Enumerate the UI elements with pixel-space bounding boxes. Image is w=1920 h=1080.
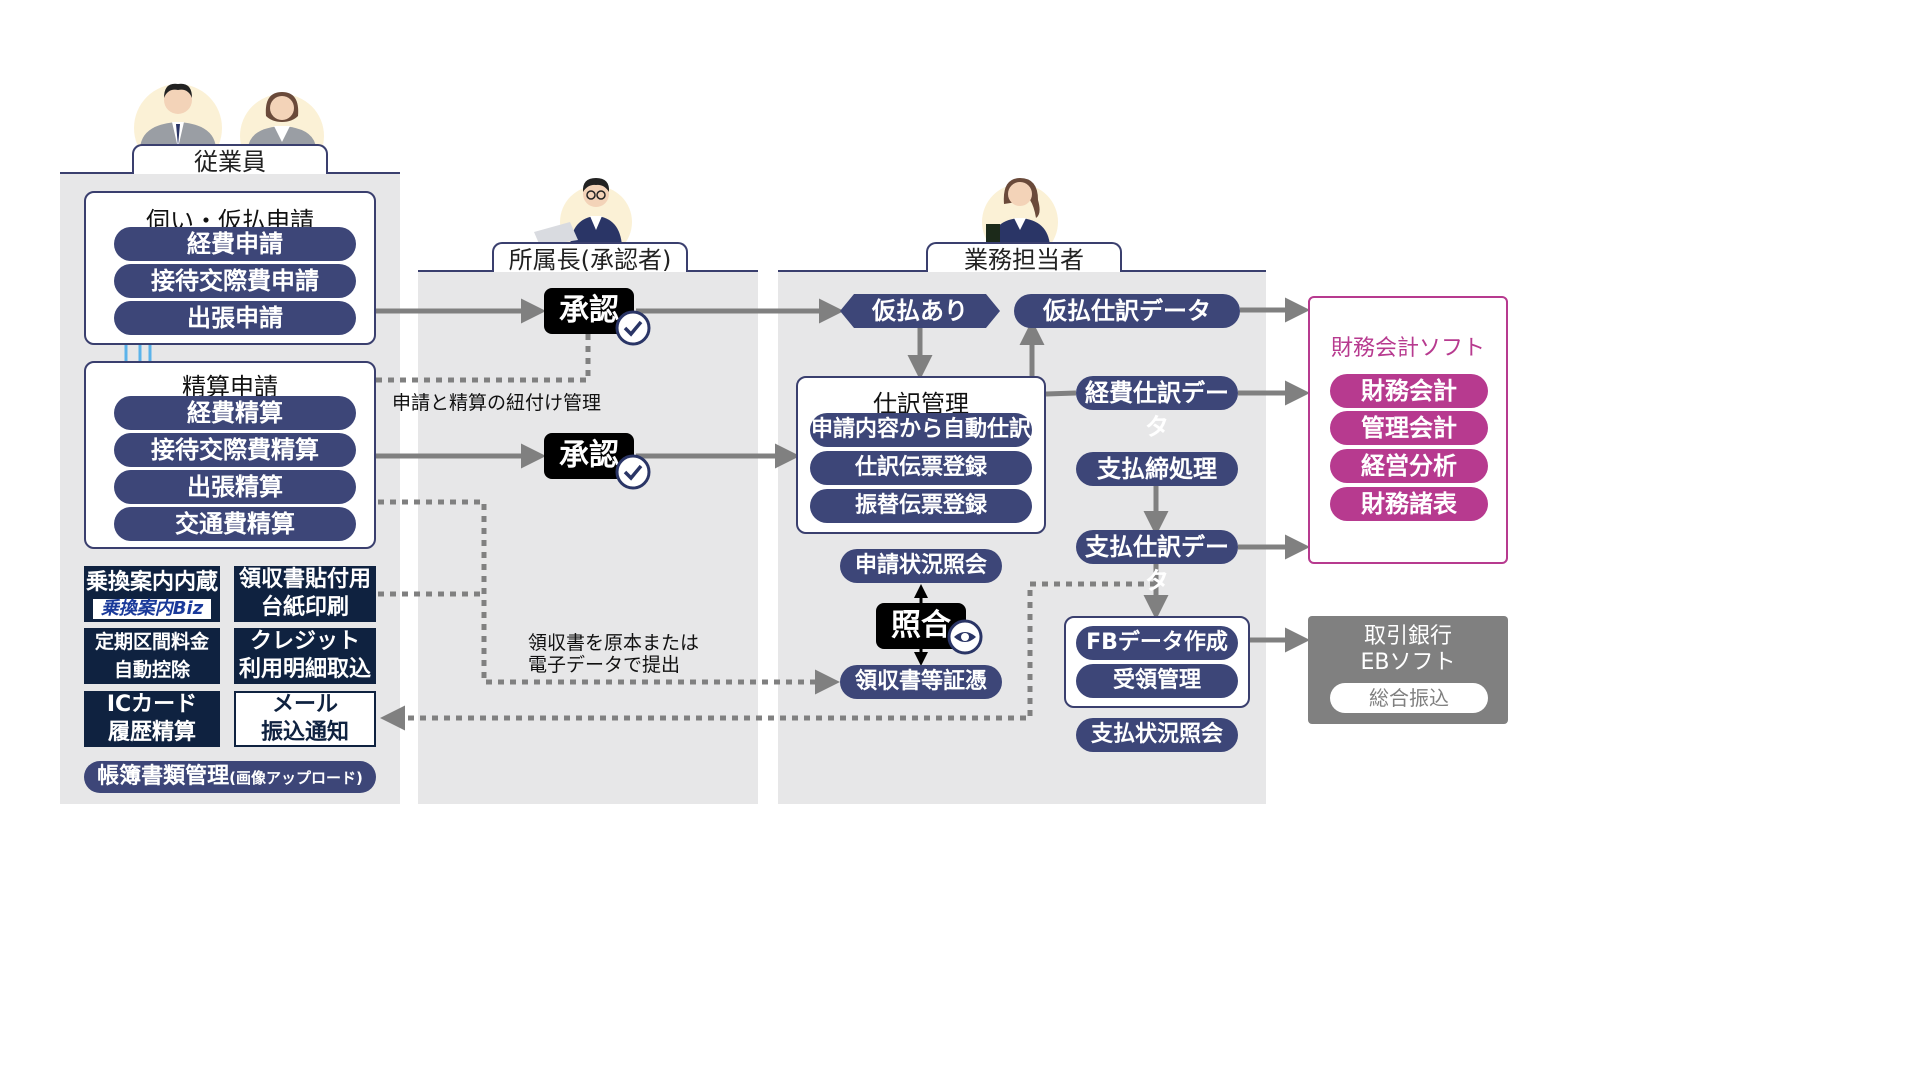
bank-bulk-transfer[interactable]: 総合振込 xyxy=(1330,683,1488,713)
arrow-journal-to-expense xyxy=(1045,390,1077,397)
receipts-vouchers[interactable]: 領収書等証憑 xyxy=(840,665,1002,699)
manager-header: 所属長(承認者) xyxy=(492,242,688,274)
transit-biz-logo: 乗換案内Biz xyxy=(92,599,212,619)
settle-item-business-trip[interactable]: 出張精算 xyxy=(114,470,356,504)
finance-software-title: 財務会計ソフト xyxy=(1330,336,1485,361)
eye-icon xyxy=(947,619,983,655)
tile-commuter-pass: 定期区間料金 自動控除 xyxy=(84,628,220,684)
receipt-management[interactable]: 受領管理 xyxy=(1076,664,1238,698)
journal-item-transfer[interactable]: 振替伝票登録 xyxy=(810,489,1032,523)
employee-male-icon xyxy=(134,83,222,148)
receipt-note-2: 電子データで提出 xyxy=(528,654,681,676)
fb-data-create[interactable]: FBデータ作成 xyxy=(1076,626,1238,660)
staff-icon xyxy=(982,178,1058,246)
request-item-expense[interactable]: 経費申請 xyxy=(114,227,356,261)
link-note: 申請と精算の紐付け管理 xyxy=(392,392,602,414)
journal-item-slip[interactable]: 仕訳伝票登録 xyxy=(810,451,1032,485)
finance-item-management[interactable]: 管理会計 xyxy=(1330,411,1488,445)
docs-management[interactable]: 帳簿書類管理(画像アップロード) xyxy=(84,761,376,793)
tile-mail-notify: メール 振込通知 xyxy=(234,691,376,747)
bank-line2: EBソフト xyxy=(1360,650,1456,675)
staff-header: 業務担当者 xyxy=(926,242,1122,274)
approve-stamp-settle: 承認 xyxy=(544,433,634,479)
finance-item-accounting[interactable]: 財務会計 xyxy=(1330,374,1488,408)
tile-credit-import: クレジット 利用明細取込 xyxy=(234,628,376,684)
expense-journal-data[interactable]: 経費仕訳データ xyxy=(1076,376,1238,441)
tile-ic-card: ICカード 履歴精算 xyxy=(84,691,220,747)
advance-exists-badge: 仮払あり xyxy=(840,294,1000,328)
bank-line1: 取引銀行 xyxy=(1363,624,1452,649)
dotted-receipt-path xyxy=(378,499,840,695)
approve-check-icon xyxy=(615,310,651,346)
payment-status[interactable]: 支払状況照会 xyxy=(1076,718,1238,752)
request-item-business-trip[interactable]: 出張申請 xyxy=(114,301,356,335)
employee-female-icon xyxy=(240,92,324,148)
employee-header: 従業員 xyxy=(132,144,328,176)
tile-receipt-print: 領収書貼付用 台紙印刷 xyxy=(234,566,376,622)
payment-journal-data[interactable]: 支払仕訳データ xyxy=(1076,530,1238,595)
match-stamp: 照合 xyxy=(876,603,966,649)
request-item-entertainment[interactable]: 接待交際費申請 xyxy=(114,264,356,298)
request-status[interactable]: 申請状況照会 xyxy=(840,549,1002,583)
settle-item-transport[interactable]: 交通費精算 xyxy=(114,507,356,541)
dotted-link-approve-to-settle xyxy=(286,334,591,393)
dotted-mail-path xyxy=(380,581,1156,731)
finance-item-analysis[interactable]: 経営分析 xyxy=(1330,449,1488,483)
approve-check-icon xyxy=(615,454,651,490)
manager-icon xyxy=(534,178,632,246)
journal-item-auto[interactable]: 申請内容から自動仕訳 xyxy=(810,413,1032,447)
receipt-note-1: 領収書を原本または xyxy=(528,632,700,654)
settle-item-expense[interactable]: 経費精算 xyxy=(114,396,356,430)
tile-transit: 乗換案内内蔵 乗換案内Biz xyxy=(84,566,220,622)
payment-close[interactable]: 支払締処理 xyxy=(1076,452,1238,486)
advance-journal-data[interactable]: 仮払仕訳データ xyxy=(1014,294,1240,328)
settle-item-entertainment[interactable]: 接待交際費精算 xyxy=(114,433,356,467)
finance-item-statements[interactable]: 財務諸表 xyxy=(1330,487,1488,521)
